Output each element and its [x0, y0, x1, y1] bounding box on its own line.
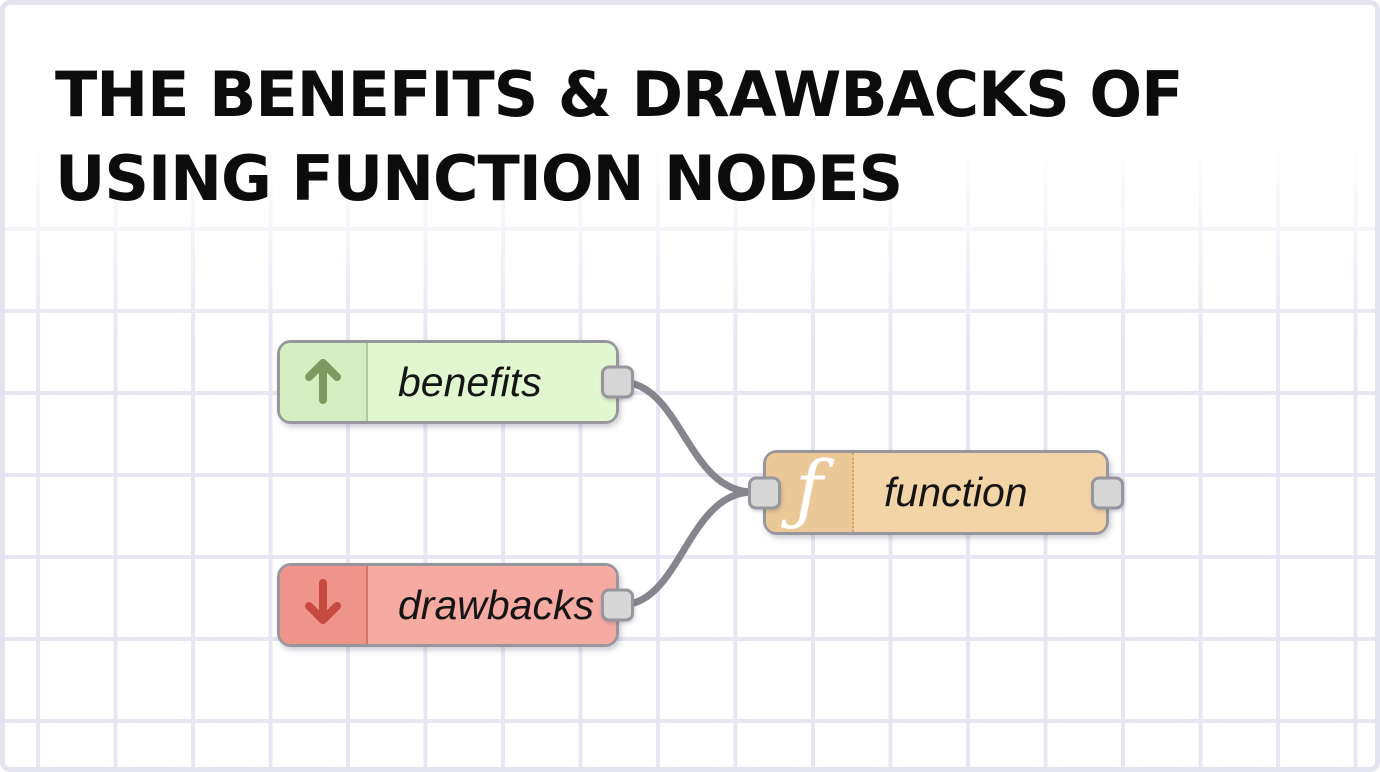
input-port-function[interactable]	[748, 476, 781, 509]
wire-benefits-to-function[interactable]	[617, 378, 757, 496]
node-drawbacks-label: drawbacks	[398, 581, 594, 628]
output-port-function[interactable]	[1091, 476, 1124, 509]
page-title-line-1: THE BENEFITS & DRAWBACKS OF	[55, 58, 1183, 131]
node-drawbacks-icon-section	[280, 566, 368, 644]
page-title: THE BENEFITS & DRAWBACKS OF USING FUNCTI…	[55, 53, 1183, 221]
function-f-icon: ƒ	[794, 443, 824, 533]
node-benefits-icon-section	[280, 343, 368, 421]
arrow-up-icon	[297, 352, 349, 413]
node-function[interactable]: ƒ function	[748, 443, 1124, 535]
output-port-benefits[interactable]	[601, 365, 634, 399]
arrow-down-icon	[297, 575, 349, 636]
node-benefits-label: benefits	[398, 358, 542, 405]
wire-layer	[617, 378, 757, 609]
page-title-line-2: USING FUNCTION NODES	[55, 142, 903, 215]
node-function-label: function	[884, 469, 1028, 515]
node-drawbacks[interactable]: drawbacks	[277, 563, 634, 647]
output-port-drawbacks[interactable]	[601, 588, 634, 622]
wire-drawbacks-to-function[interactable]	[617, 488, 757, 609]
node-benefits[interactable]: benefits	[277, 340, 634, 424]
